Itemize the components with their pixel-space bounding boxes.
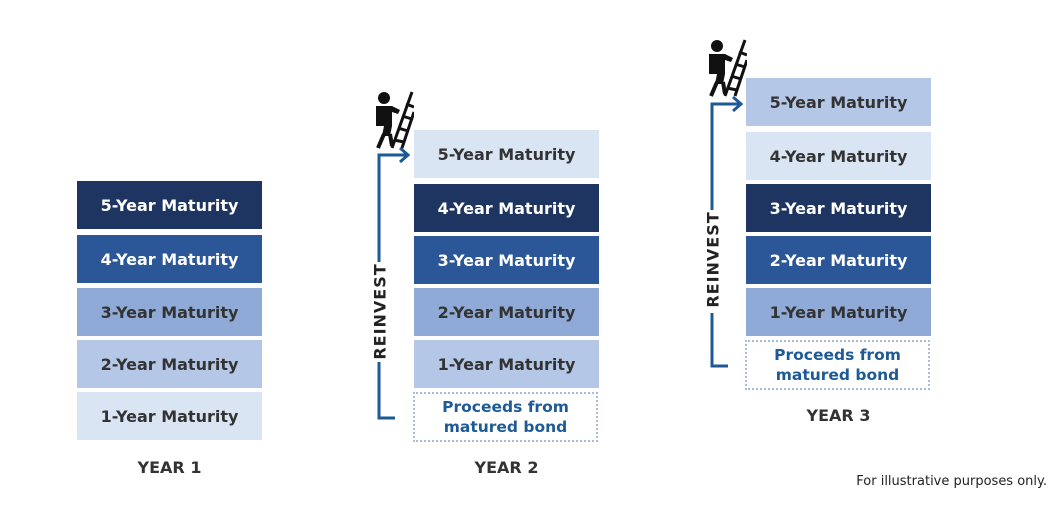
y3-box-4yr: 4-Year Maturity — [746, 132, 931, 180]
y3-box-3yr: 3-Year Maturity — [746, 184, 931, 232]
reinvest-line-y2-lower — [377, 362, 395, 420]
y2-box-5yr: 5-Year Maturity — [414, 130, 599, 178]
ladder-climber-icon — [376, 91, 414, 149]
y3-box-2yr: 2-Year Maturity — [746, 236, 931, 284]
y2-proceeds-box: Proceeds from matured bond — [413, 392, 598, 442]
y2-reinvest-label: REINVEST — [370, 263, 390, 360]
year-1-label: YEAR 1 — [137, 458, 202, 477]
y3-box-1yr: 1-Year Maturity — [746, 288, 931, 336]
y3-proceeds-box: Proceeds from matured bond — [745, 340, 930, 390]
year-2-label: YEAR 2 — [474, 458, 539, 477]
footnote: For illustrative purposes only. — [856, 474, 1047, 489]
ladder-climber-icon — [709, 39, 747, 97]
y2-box-3yr: 3-Year Maturity — [414, 236, 599, 284]
y1-box-2yr: 2-Year Maturity — [77, 340, 262, 388]
y3-reinvest-label: REINVEST — [703, 211, 723, 308]
reinvest-line-y3-upper — [710, 102, 739, 210]
y2-box-4yr: 4-Year Maturity — [414, 184, 599, 232]
y1-box-5yr: 5-Year Maturity — [77, 181, 262, 229]
y2-box-1yr: 1-Year Maturity — [414, 340, 599, 388]
y1-box-4yr: 4-Year Maturity — [77, 235, 262, 283]
y3-box-5yr: 5-Year Maturity — [746, 78, 931, 126]
y2-box-2yr: 2-Year Maturity — [414, 288, 599, 336]
y1-box-3yr: 3-Year Maturity — [77, 288, 262, 336]
reinvest-line-y3-lower — [710, 313, 728, 368]
arrow-head-y3-icon — [732, 95, 744, 113]
reinvest-line-y2-upper — [377, 153, 406, 262]
arrow-head-y2-icon — [399, 146, 411, 164]
year-3-label: YEAR 3 — [806, 406, 871, 425]
y1-box-1yr: 1-Year Maturity — [77, 392, 262, 440]
